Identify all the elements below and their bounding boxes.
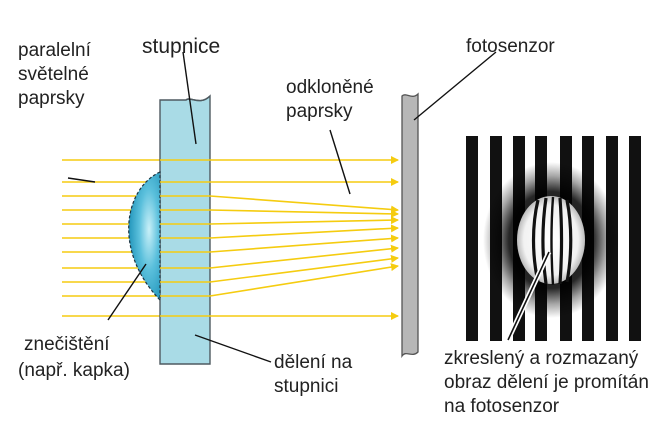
leader-scale-divisions: [194, 334, 272, 363]
distorted-division-2: [550, 196, 555, 286]
contamination-droplet: [128, 171, 161, 302]
ray-outgoing-9: [209, 263, 399, 297]
distorted-division-4: [565, 199, 573, 283]
label-scale: stupnice: [142, 35, 221, 58]
label-parallel-rays-1: paralelní: [18, 40, 91, 61]
label-distorted-image-1: zkreslený a rozmazaný: [444, 348, 639, 369]
leader-scale: [182, 51, 197, 145]
label-deflected-rays-2: paprsky: [286, 101, 353, 122]
ray-outgoing-4: [209, 216, 399, 225]
label-contamination-1: znečištění: [24, 334, 110, 355]
label-scale-divisions-2: stupnici: [274, 376, 339, 397]
ray-outgoing-6: [209, 234, 399, 253]
label-parallel-rays-2: světelné: [18, 64, 89, 85]
label-distorted-image-2: obraz dělení je promítán: [444, 372, 649, 393]
label-deflected-rays-1: odkloněné: [286, 77, 374, 98]
label-parallel-rays-3: paprsky: [18, 88, 85, 109]
leader-contamination: [107, 263, 147, 321]
label-distorted-image-3: na fotosenzor: [444, 396, 560, 417]
label-contamination-2: (např. kapka): [18, 360, 130, 381]
leader-parallel-rays: [67, 177, 96, 183]
leader-lines: [67, 51, 497, 363]
leader-photosensor: [413, 51, 497, 121]
parallel-rays: [62, 159, 160, 317]
ray-outgoing-3: [209, 209, 399, 218]
stripe-7: [629, 136, 641, 341]
ray-outgoing-5: [209, 224, 399, 239]
scale-broken-edge-top: [185, 95, 211, 102]
stripe-0: [466, 136, 478, 341]
label-scale-divisions-1: dělení na: [274, 352, 353, 373]
label-photosensor: fotosenzor: [466, 36, 555, 57]
distorted-division-3: [558, 197, 564, 285]
ray-outgoing-7: [209, 244, 399, 269]
deflected-rays: [160, 156, 399, 320]
ray-outgoing-2: [209, 195, 399, 214]
leader-distorted-image: [505, 250, 552, 342]
distorted-division-1: [541, 197, 548, 285]
photosensor-plate: [401, 92, 419, 359]
ray-outgoing-8: [209, 254, 399, 283]
leader-deflected-rays: [329, 129, 351, 195]
scale-glass: [159, 94, 211, 365]
